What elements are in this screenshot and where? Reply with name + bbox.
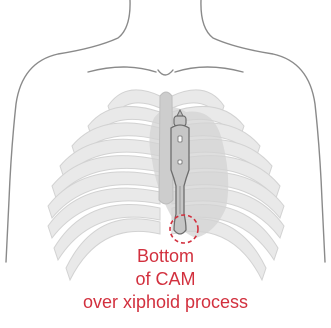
callout-line-2: of CAM xyxy=(0,268,331,290)
callout-line-3: over xiphoid process xyxy=(0,291,331,313)
callout-line-1: Bottom xyxy=(0,245,331,267)
